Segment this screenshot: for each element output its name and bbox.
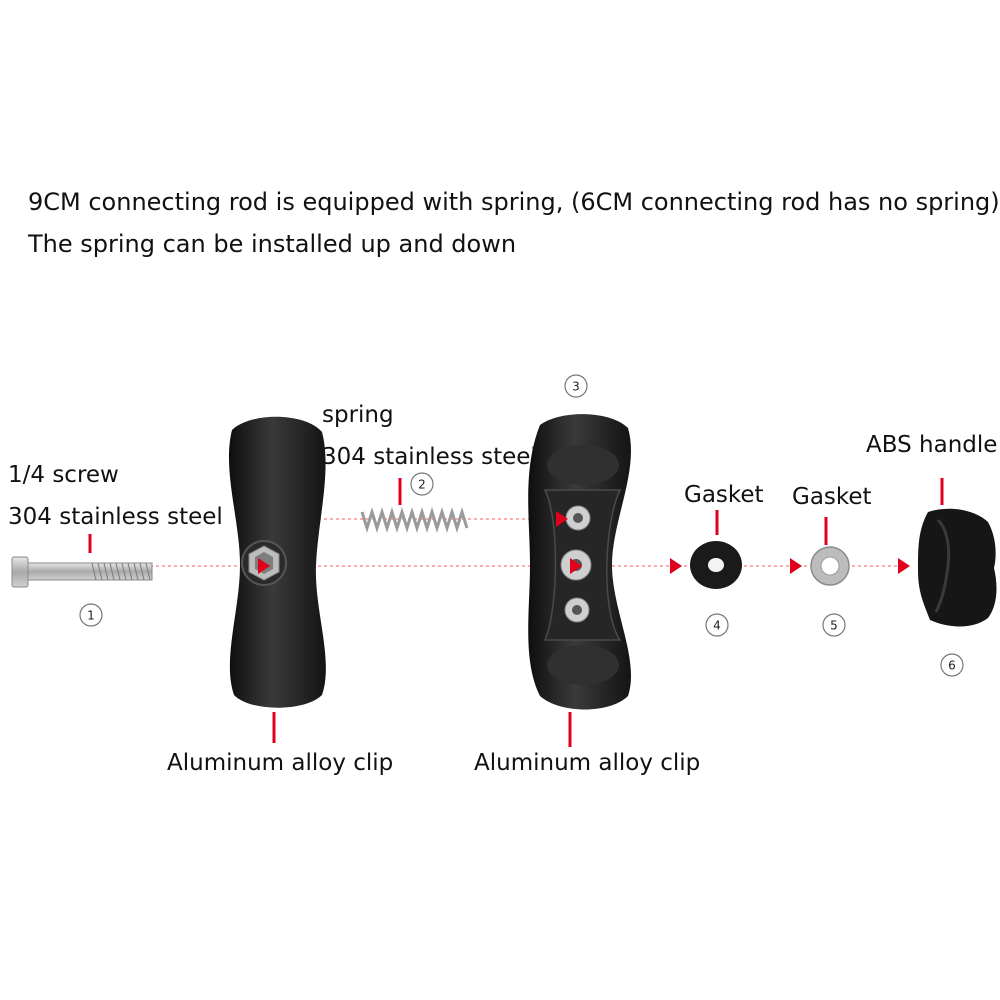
screw-icon <box>11 556 153 588</box>
svg-text:5: 5 <box>830 619 838 633</box>
leader-marks <box>88 478 944 747</box>
part-number-5: 5 <box>822 613 846 637</box>
svg-text:4: 4 <box>713 619 721 633</box>
gasket-label-5: Gasket <box>792 484 872 510</box>
gasket-label-4: Gasket <box>684 482 764 508</box>
arrow-icon <box>790 558 802 574</box>
part-number-6: 6 <box>940 653 964 677</box>
part-number-4: 4 <box>705 613 729 637</box>
clip-right-label: Aluminum alloy clip <box>474 750 701 776</box>
abs-handle-label: ABS handle <box>866 432 998 458</box>
part-number-2: 2 <box>410 472 434 496</box>
rubber-gasket-icon <box>690 541 742 589</box>
header-line-2: The spring can be installed up and down <box>28 230 517 258</box>
spring-icon <box>360 506 469 534</box>
clip-left-label: Aluminum alloy clip <box>167 750 394 776</box>
header-line-1: 9CM connecting rod is equipped with spri… <box>28 188 1000 216</box>
screw-label: 1/4 screw <box>8 462 119 488</box>
metal-washer-icon <box>810 546 850 586</box>
svg-text:2: 2 <box>418 478 426 492</box>
part-number-1: 1 <box>79 603 103 627</box>
screw-material-label: 304 stainless steel <box>8 504 223 530</box>
part-number-markers: 1 2 3 4 5 6 <box>79 374 964 677</box>
clip-right-icon <box>528 414 631 710</box>
direction-arrows <box>258 511 910 574</box>
part-number-3: 3 <box>564 374 588 398</box>
knob-handle-icon <box>918 508 997 627</box>
arrow-icon <box>898 558 910 574</box>
svg-text:6: 6 <box>948 659 956 673</box>
arrow-icon <box>670 558 682 574</box>
arrow-icon <box>258 558 270 574</box>
spring-material-label: 304 stainless steel <box>322 444 537 470</box>
arrow-icon <box>570 558 582 574</box>
svg-text:1: 1 <box>87 609 95 623</box>
clip-left-icon <box>228 416 326 708</box>
arrow-icon <box>556 511 568 527</box>
svg-text:3: 3 <box>572 380 580 394</box>
spring-label: spring <box>322 402 394 428</box>
